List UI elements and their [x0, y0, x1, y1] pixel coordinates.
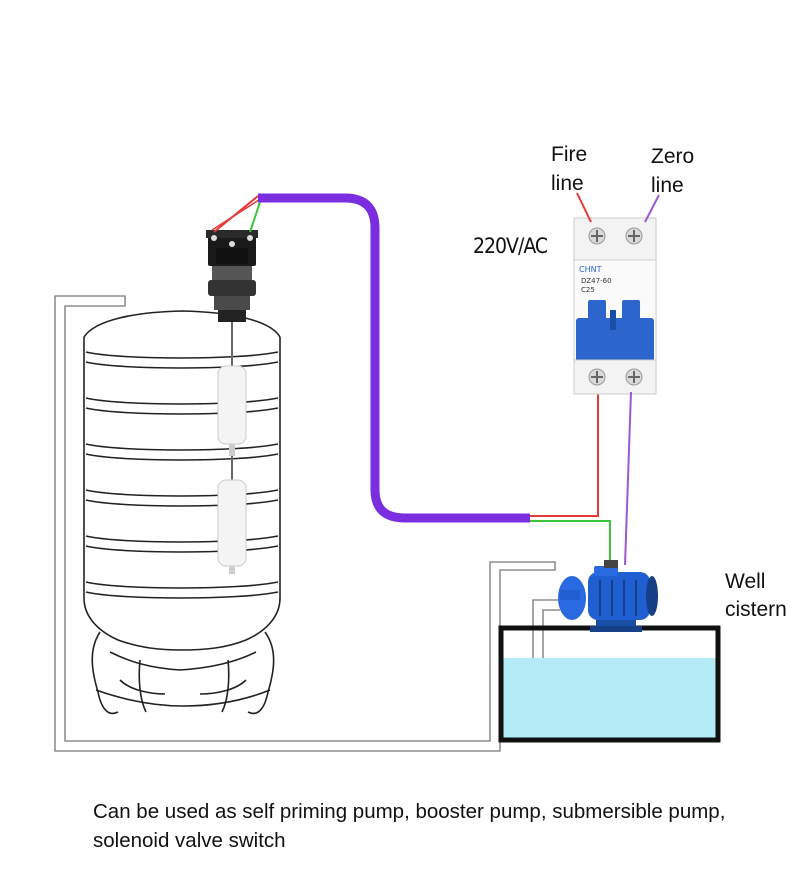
- zero-line-label-word1: Zero: [651, 145, 695, 168]
- float-switch: [206, 230, 258, 574]
- fire-line-label-word1: Fire: [551, 143, 588, 166]
- fire-line-label-word2: line: [551, 172, 584, 195]
- water-tank: [83, 310, 281, 715]
- cable-wires: [530, 390, 611, 565]
- breaker-model: DZ47-60: [581, 277, 612, 285]
- zero-line-label-word2: line: [651, 174, 684, 197]
- well-cistern-label: Well cistern: [725, 568, 787, 624]
- well-cistern-label-word2: cistern: [725, 598, 787, 621]
- well-cistern-label-word1: Well: [725, 570, 766, 593]
- circuit-breaker: CHNT DZ47-60 C25: [573, 217, 657, 395]
- breaker-brand: CHNT: [579, 265, 602, 274]
- breaker-rating: C25: [581, 286, 595, 294]
- voltage-label: 220V/AC: [473, 234, 548, 258]
- water-pipe: [54, 295, 556, 752]
- pump: [558, 560, 658, 632]
- fire-line-label: Fire line: [551, 140, 587, 198]
- well-cistern: [498, 625, 721, 743]
- input-wires: [576, 192, 660, 223]
- purple-cable: [258, 193, 530, 523]
- switch-wires: [211, 195, 263, 233]
- caption: Can be used as self priming pump, booste…: [93, 800, 726, 852]
- zero-line-label: Zero line: [651, 142, 694, 200]
- neutral-wire: [624, 391, 632, 566]
